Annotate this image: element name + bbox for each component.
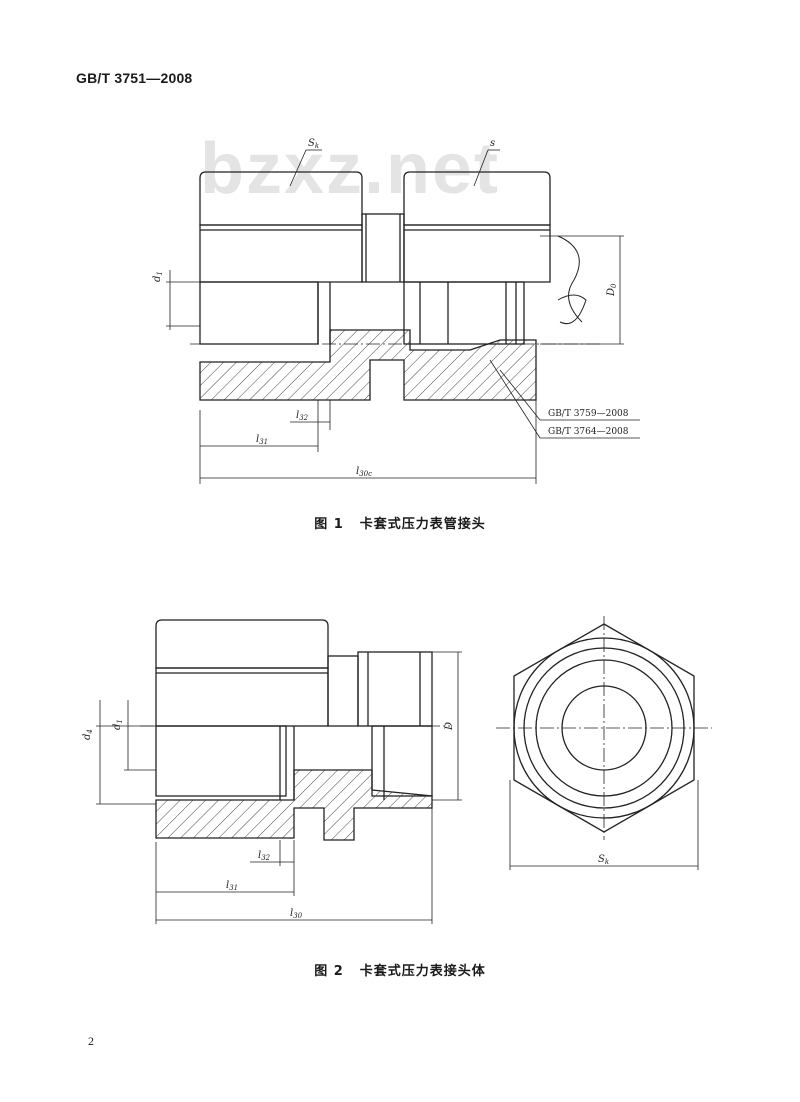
figure-2-title: 卡套式压力表接头体 <box>359 964 486 979</box>
fig1-label-s: s <box>490 138 495 149</box>
fig1-label-l30: l30c <box>356 466 372 478</box>
fig1-label-d1: d1 <box>152 271 164 282</box>
fig2-label-d1: d1 <box>112 719 124 730</box>
figure-2-caption: 图 2 卡套式压力表接头体 <box>0 960 800 979</box>
figure-1-caption: 图 1 卡套式压力表管接头 <box>0 513 800 532</box>
page-number: 2 <box>88 1034 94 1048</box>
fig1-label-sk: Sk <box>308 138 319 150</box>
document-header: GB/T 3751—2008 <box>76 70 193 86</box>
fig2-label-l32: l32 <box>258 850 271 862</box>
fig2-label-D: D <box>444 722 455 731</box>
fig1-label-d0: D0 <box>606 283 618 297</box>
fig1-label-l31: l31 <box>256 434 268 446</box>
figure-1-drawing: Sk s d1 D0 l32 l31 l30c GB/T 3759—2008 G… <box>152 138 640 484</box>
figure-2-number: 图 2 <box>314 964 344 979</box>
fig2-label-sk: Sk <box>598 854 609 866</box>
fig2-label-l31: l31 <box>226 880 238 892</box>
watermark: bzxz.net <box>200 129 501 209</box>
figure-2-drawing: d4 d1 D l32 l31 l30 Sk <box>82 616 712 924</box>
fig2-label-l30: l30 <box>290 908 303 920</box>
fig1-ref-1: GB/T 3759—2008 <box>548 409 629 419</box>
fig1-ref-2: GB/T 3764—2008 <box>548 427 629 437</box>
figure-1-number: 图 1 <box>314 517 344 532</box>
fig1-label-l32: l32 <box>296 410 309 422</box>
figure-1-title: 卡套式压力表管接头 <box>359 517 486 532</box>
fig2-label-d4: d4 <box>82 729 94 740</box>
